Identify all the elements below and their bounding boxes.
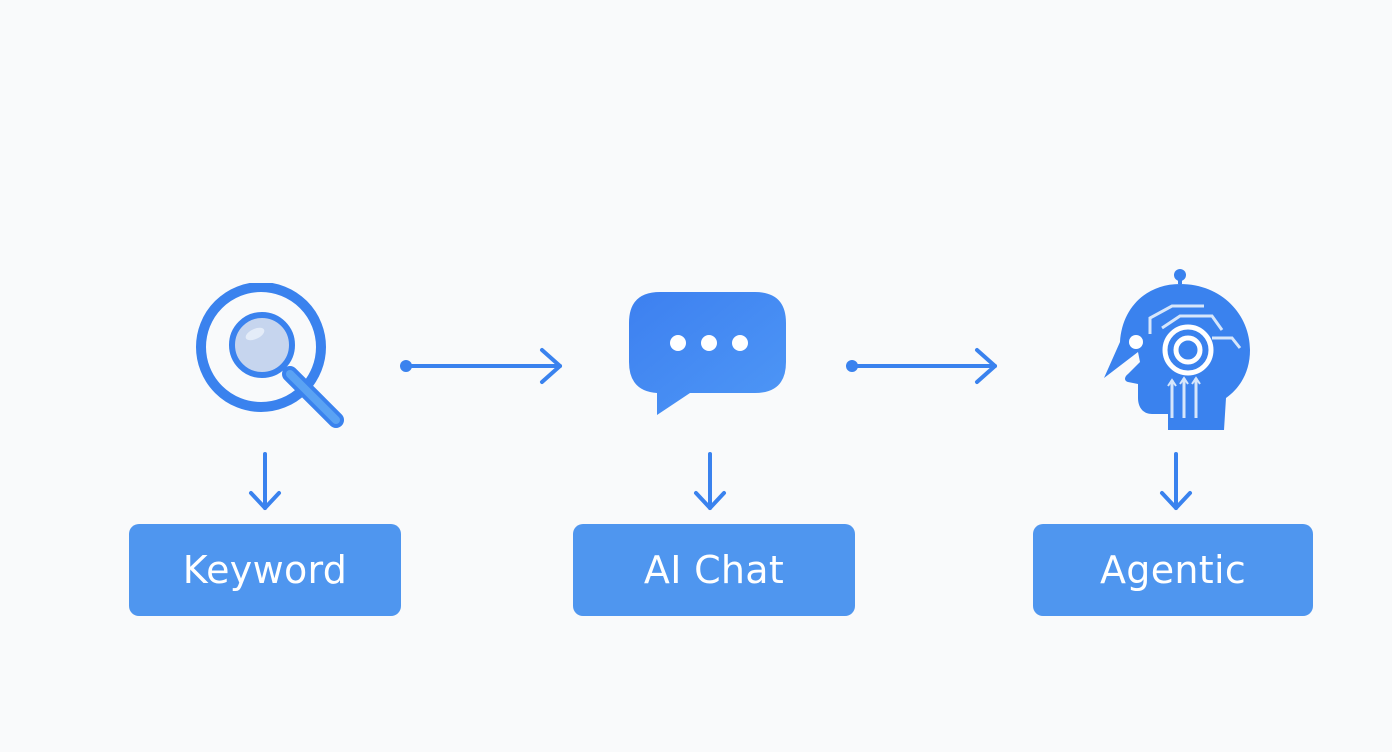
- agentic-label: Agentic: [1099, 548, 1247, 592]
- down-arrow-keyword: [249, 452, 281, 510]
- ai-chat-label: AI Chat: [643, 548, 785, 592]
- down-arrow-agentic: [1160, 452, 1192, 510]
- down-arrow-chat: [694, 452, 726, 510]
- agentic-label-box: Agentic: [1033, 524, 1313, 616]
- ai-head-icon: [1104, 269, 1250, 430]
- flow-arrow-2: [846, 348, 997, 384]
- magnifier-icon: [196, 283, 344, 428]
- keyword-label-box: Keyword: [129, 524, 401, 616]
- ai-chat-label-box: AI Chat: [573, 524, 855, 616]
- chat-bubble-icon: [629, 292, 786, 415]
- keyword-label: Keyword: [182, 548, 348, 592]
- flow-arrow-1: [400, 348, 562, 384]
